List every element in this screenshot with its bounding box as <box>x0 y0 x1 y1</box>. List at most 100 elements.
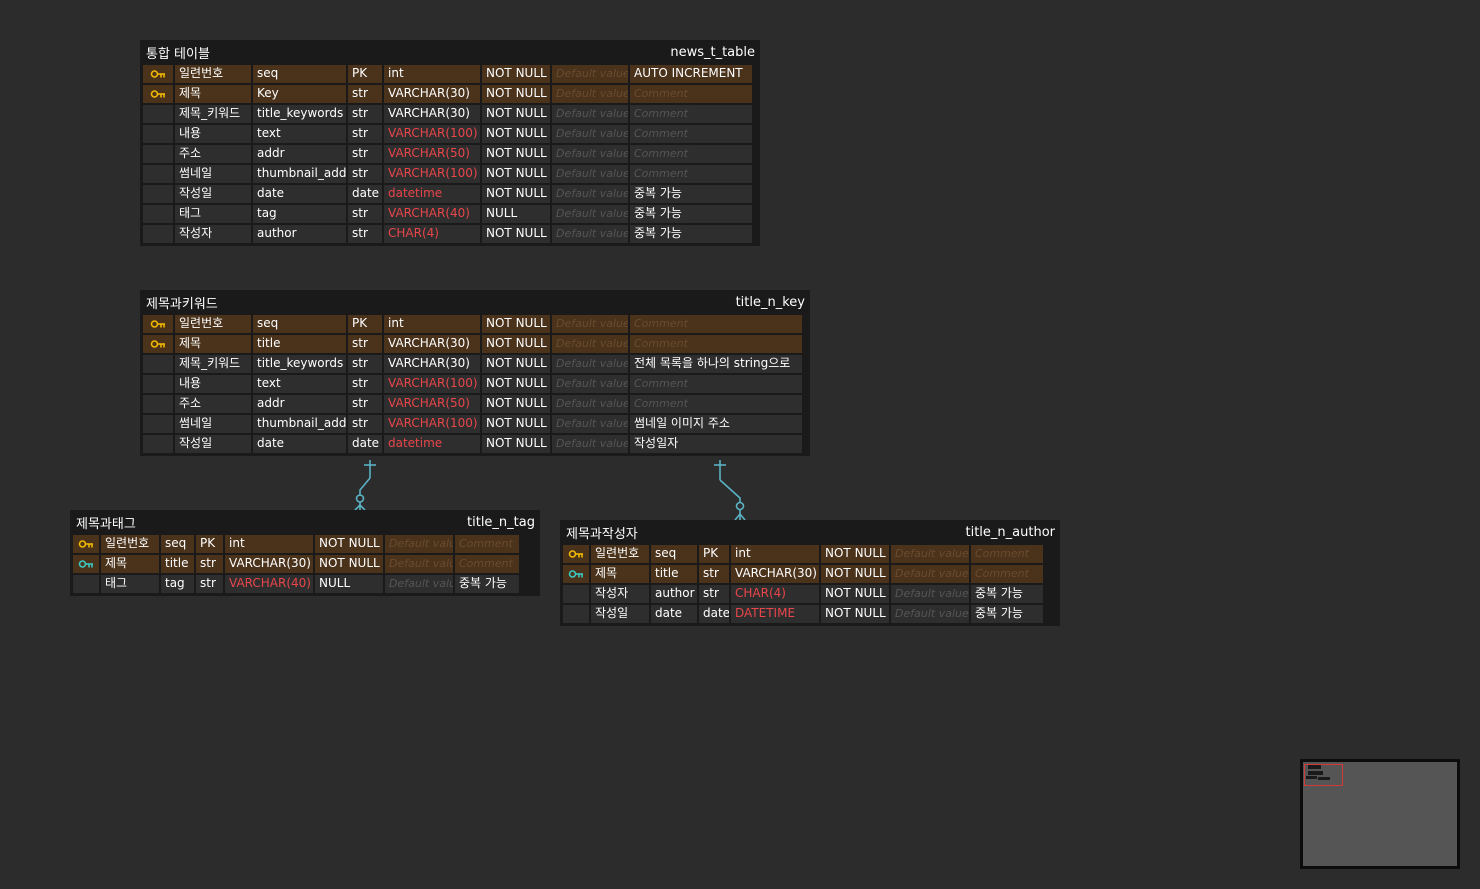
column-type[interactable]: int <box>731 545 819 563</box>
column-kind[interactable]: str <box>699 565 729 583</box>
column-label[interactable]: 태그 <box>101 575 159 593</box>
column-field[interactable]: seq <box>253 65 346 83</box>
column-null[interactable]: NOT NULL <box>482 375 550 393</box>
column-label[interactable]: 주소 <box>175 395 251 413</box>
column-kind[interactable]: PK <box>196 535 223 553</box>
column-field[interactable]: text <box>253 375 346 393</box>
column-label[interactable]: 썸네일 <box>175 415 251 433</box>
table-header[interactable]: 제목과작성자 title_n_author <box>563 520 1057 545</box>
column-type[interactable]: DATETIME <box>731 605 819 623</box>
column-default[interactable]: Default value <box>891 545 969 563</box>
column-null[interactable]: NOT NULL <box>482 145 550 163</box>
column-null[interactable]: NULL <box>482 205 550 223</box>
column-kind[interactable]: str <box>348 85 382 103</box>
column-comment[interactable]: 중복 가능 <box>630 205 752 223</box>
column-null[interactable]: NOT NULL <box>821 545 889 563</box>
column-default[interactable]: Default value <box>385 555 453 573</box>
column-default[interactable]: Default value <box>552 125 628 143</box>
column-field[interactable]: addr <box>253 145 346 163</box>
column-null[interactable]: NOT NULL <box>315 535 383 553</box>
column-comment[interactable]: AUTO INCREMENT <box>630 65 752 83</box>
column-default[interactable]: Default value <box>552 65 628 83</box>
column-kind[interactable]: PK <box>348 65 382 83</box>
column-type[interactable]: VARCHAR(40) <box>384 205 480 223</box>
column-field[interactable]: title_keywords <box>253 355 346 373</box>
column-null[interactable]: NOT NULL <box>482 85 550 103</box>
column-comment[interactable]: Comment <box>455 535 519 553</box>
column-type[interactable]: VARCHAR(40) <box>225 575 313 593</box>
column-label[interactable]: 작성자 <box>591 585 649 603</box>
column-field[interactable]: thumbnail_addr <box>253 165 346 183</box>
column-type[interactable]: VARCHAR(100) <box>384 165 480 183</box>
column-field[interactable]: text <box>253 125 346 143</box>
minimap-viewport[interactable] <box>1304 764 1343 786</box>
column-kind[interactable]: str <box>348 375 382 393</box>
column-field[interactable]: seq <box>253 315 346 333</box>
column-default[interactable]: Default value <box>891 605 969 623</box>
column-null[interactable]: NOT NULL <box>482 395 550 413</box>
column-default[interactable]: Default value <box>552 105 628 123</box>
column-null[interactable]: NOT NULL <box>482 435 550 453</box>
column-kind[interactable]: str <box>196 575 223 593</box>
column-label[interactable]: 내용 <box>175 375 251 393</box>
column-kind[interactable]: date <box>348 185 382 203</box>
column-comment[interactable]: Comment <box>630 165 752 183</box>
column-type[interactable]: int <box>225 535 313 553</box>
column-field[interactable]: author <box>253 225 346 243</box>
column-default[interactable]: Default value <box>552 435 628 453</box>
column-type[interactable]: CHAR(4) <box>731 585 819 603</box>
column-kind[interactable]: PK <box>348 315 382 333</box>
column-kind[interactable]: str <box>699 585 729 603</box>
column-default[interactable]: Default value <box>552 85 628 103</box>
column-default[interactable]: Default value <box>385 535 453 553</box>
column-field[interactable]: tag <box>161 575 194 593</box>
column-default[interactable]: Default value <box>552 375 628 393</box>
column-kind[interactable]: str <box>348 165 382 183</box>
minimap[interactable] <box>1300 759 1460 869</box>
column-label[interactable]: 썸네일 <box>175 165 251 183</box>
column-comment[interactable]: Comment <box>630 125 752 143</box>
column-type[interactable]: VARCHAR(50) <box>384 395 480 413</box>
column-field[interactable]: title <box>253 335 346 353</box>
column-kind[interactable]: PK <box>699 545 729 563</box>
column-kind[interactable]: str <box>348 125 382 143</box>
column-default[interactable]: Default value <box>552 395 628 413</box>
column-type[interactable]: VARCHAR(30) <box>384 105 480 123</box>
column-type[interactable]: datetime <box>384 185 480 203</box>
column-field[interactable]: addr <box>253 395 346 413</box>
column-field[interactable]: thumbnail_addr <box>253 415 346 433</box>
column-type[interactable]: VARCHAR(50) <box>384 145 480 163</box>
column-kind[interactable]: str <box>348 145 382 163</box>
column-kind[interactable]: str <box>348 335 382 353</box>
column-type[interactable]: int <box>384 65 480 83</box>
column-kind[interactable]: str <box>348 105 382 123</box>
column-kind[interactable]: str <box>348 415 382 433</box>
column-type[interactable]: VARCHAR(30) <box>384 85 480 103</box>
column-label[interactable]: 제목 <box>175 335 251 353</box>
column-default[interactable]: Default value <box>552 145 628 163</box>
column-field[interactable]: date <box>253 435 346 453</box>
column-default[interactable]: Default value <box>552 225 628 243</box>
column-null[interactable]: NOT NULL <box>821 585 889 603</box>
column-label[interactable]: 일련번호 <box>175 315 251 333</box>
column-field[interactable]: title <box>651 565 697 583</box>
column-null[interactable]: NOT NULL <box>482 185 550 203</box>
column-comment[interactable]: 전체 목록을 하나의 string으로 <box>630 355 802 373</box>
